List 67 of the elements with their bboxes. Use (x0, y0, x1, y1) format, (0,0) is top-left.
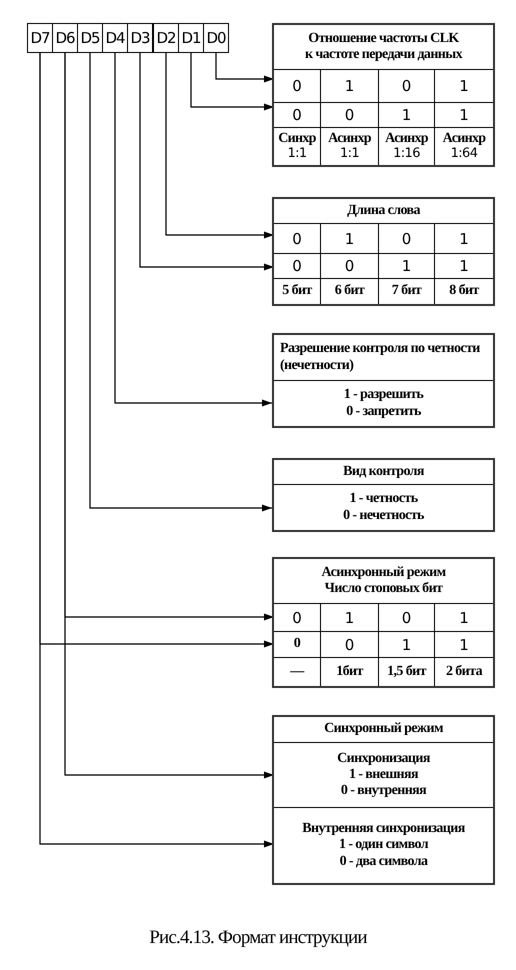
table-cell-text: 0 (292, 635, 302, 654)
option-text: 1 - четность (349, 491, 418, 508)
table-cell: 1бит (320, 658, 378, 686)
table-cell-text: 0 (291, 228, 303, 250)
table-cell: Асинхр 1:64 (434, 128, 493, 165)
table (272, 23, 495, 167)
arrow (139, 53, 274, 270)
table-cell: 7 бит (378, 279, 434, 304)
arrow (215, 53, 274, 82)
option-text: 0 - два символа (340, 854, 428, 870)
table (272, 458, 495, 532)
table-cell: 6 бит (320, 279, 378, 304)
table-cell-text: Синхр 1:1 (277, 130, 317, 164)
figure-caption: Рис.4.13. Формат инструкции (149, 927, 367, 949)
table-row (274, 631, 493, 657)
table-cell: Асинхр 1:1 (320, 128, 378, 165)
bit-cell: D4 (102, 23, 128, 53)
table-heading: Вид контроля (274, 460, 493, 485)
option-text: 1 - внешняя (349, 766, 418, 784)
option-text: 1 - разрешить (344, 387, 424, 404)
table-heading: Синхронный режим (323, 721, 444, 738)
table-row (274, 253, 493, 278)
table-cell-text: 5 бит (281, 282, 314, 300)
option-text: 0 - запретить (346, 404, 421, 420)
option-text: 1 - один символ (339, 837, 428, 854)
table-cell-text: 0 (291, 76, 303, 97)
table-cell: 8 бит (434, 279, 493, 304)
table-heading: Разрешение контроля по четности (нечетности) (274, 335, 493, 381)
table (272, 333, 495, 428)
table-row (274, 657, 493, 686)
table-cell-text: 0 (291, 608, 303, 628)
bit-cell: D3 (127, 23, 153, 53)
table (272, 557, 495, 688)
arrow (165, 53, 274, 238)
section-heading: Синхронизация (337, 750, 430, 767)
table-row (274, 278, 493, 304)
table-heading: Асинхронный режим (320, 564, 447, 581)
table (272, 715, 495, 885)
option-text: 0 - внутренняя (340, 783, 426, 800)
bit-cell: D1 (178, 23, 204, 53)
table-row (274, 102, 493, 127)
table-row (274, 127, 493, 165)
table-heading: Отношение частоты CLK к частоте передачи данных (304, 30, 464, 64)
table-row (274, 603, 493, 631)
table-row (274, 223, 493, 253)
option-text: 0 - нечетность (343, 508, 424, 524)
arrow (190, 53, 274, 110)
table (272, 197, 495, 306)
table-cell: 1,5 бит (378, 658, 434, 686)
table-cell-text: — (289, 662, 306, 681)
bit-cell: D6 (52, 23, 78, 53)
arrow (89, 53, 272, 512)
table-row (274, 69, 493, 102)
bit-cell: D0 (203, 23, 229, 53)
table-heading: Длина слова (346, 202, 422, 220)
arrow (64, 53, 274, 778)
table-cell-text: 0 (291, 256, 303, 277)
table-cell: 2 бита (434, 658, 493, 686)
bit-cell: D7 (27, 23, 53, 53)
arrow (114, 53, 272, 406)
section-heading: Внутренняя синхронизация (302, 821, 465, 838)
table-heading: Число стоповых бит (324, 581, 444, 598)
bit-cell: D2 (153, 23, 179, 53)
bit-cell: D5 (77, 23, 103, 53)
table-cell: Асинхр 1:16 (378, 128, 434, 165)
arrow (39, 53, 274, 848)
table-cell-text: 0 (291, 105, 303, 126)
